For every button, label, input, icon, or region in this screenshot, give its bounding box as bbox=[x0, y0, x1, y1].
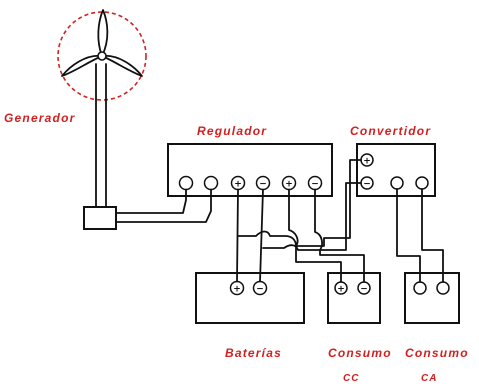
label-regulador: Regulador bbox=[197, 124, 267, 138]
regulador-box bbox=[167, 143, 333, 197]
regulador-unit: + − + − bbox=[167, 143, 333, 197]
wire-ac-2 bbox=[421, 188, 444, 283]
rotor-hub bbox=[97, 51, 107, 61]
blade-right bbox=[101, 54, 143, 77]
label-consumo-cc-sub: CC bbox=[343, 373, 359, 384]
rotor-sweep-circle bbox=[57, 11, 147, 101]
label-consumo-ca: Consumo bbox=[405, 346, 469, 360]
consumo-cc-unit: + − bbox=[327, 272, 381, 324]
wire-generator-in1 bbox=[115, 188, 187, 214]
baterias-box bbox=[195, 272, 305, 324]
consumo-ca-box bbox=[404, 272, 460, 324]
convertidor-terminal-ac1 bbox=[390, 176, 404, 190]
consumo-ca-unit bbox=[404, 272, 460, 324]
wire-bus-bottom bbox=[262, 182, 362, 251]
label-convertidor: Convertidor bbox=[350, 124, 431, 138]
wire-ac-1 bbox=[396, 188, 421, 283]
wire-generator-in2 bbox=[115, 188, 212, 223]
regulador-bat-plus-symbol: + bbox=[234, 180, 242, 190]
convertidor-terminal-ac2 bbox=[415, 176, 429, 190]
label-baterias: Baterías bbox=[225, 346, 282, 360]
regulador-terminal-1 bbox=[178, 175, 194, 191]
baterias-minus-symbol: − bbox=[256, 285, 264, 295]
regulador-load-minus-symbol: − bbox=[311, 180, 319, 190]
wire-load-plus bbox=[288, 188, 342, 283]
convertidor-unit: + − bbox=[356, 143, 436, 197]
consumo-ca-terminal-1 bbox=[413, 281, 427, 295]
label-consumo-ca-sub: CA bbox=[421, 373, 437, 384]
wire-load-minus bbox=[314, 188, 365, 283]
regulador-bat-minus-symbol: − bbox=[259, 180, 267, 190]
wire-bus-top bbox=[237, 159, 362, 247]
blade-top bbox=[97, 9, 109, 57]
label-consumo-cc: Consumo bbox=[328, 346, 392, 360]
baterias-unit: + − bbox=[195, 272, 305, 324]
label-generador: Generador bbox=[4, 111, 76, 125]
regulador-terminal-2 bbox=[203, 175, 219, 191]
regulador-load-plus-symbol: + bbox=[285, 180, 293, 190]
consumo-cc-plus-symbol: + bbox=[337, 285, 345, 295]
consumo-cc-box bbox=[327, 272, 381, 324]
consumo-cc-minus-symbol: − bbox=[360, 285, 368, 295]
wire-bat-minus bbox=[259, 188, 264, 283]
generator-box bbox=[83, 206, 117, 230]
baterias-plus-symbol: + bbox=[233, 285, 241, 295]
wiring bbox=[115, 159, 444, 283]
convertidor-minus-symbol: − bbox=[363, 180, 371, 190]
convertidor-plus-symbol: + bbox=[363, 157, 371, 167]
consumo-ca-terminal-2 bbox=[436, 281, 450, 295]
wind-turbine bbox=[57, 9, 147, 230]
blade-left bbox=[61, 54, 103, 77]
